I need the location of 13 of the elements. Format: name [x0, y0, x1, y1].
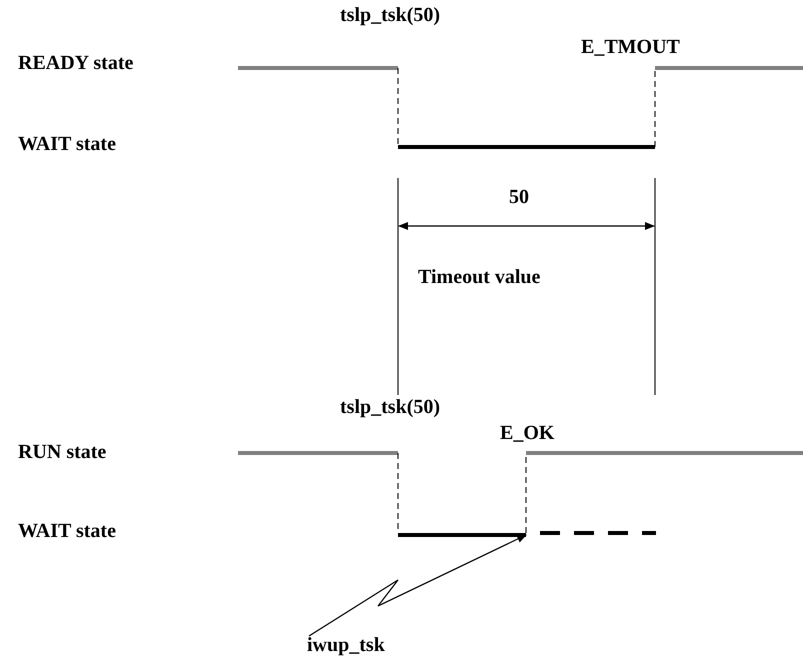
- return-code-label: E_OK: [500, 422, 554, 444]
- state-label: WAIT state: [18, 133, 116, 155]
- interrupt-call-label: iwup_tsk: [307, 634, 385, 656]
- dimension-label: Timeout value: [418, 266, 540, 288]
- state-label: RUN state: [18, 441, 106, 463]
- function-call-label: tslp_tsk(50): [340, 396, 440, 418]
- state-label: READY state: [18, 52, 134, 74]
- wait-state-bar: [398, 531, 526, 535]
- state-label: WAIT state: [18, 520, 116, 542]
- return-code-label: E_TMOUT: [581, 36, 680, 58]
- interrupt-arrow: [308, 534, 527, 636]
- dimension-label: 50: [509, 186, 529, 208]
- function-call-label: tslp_tsk(50): [340, 4, 440, 26]
